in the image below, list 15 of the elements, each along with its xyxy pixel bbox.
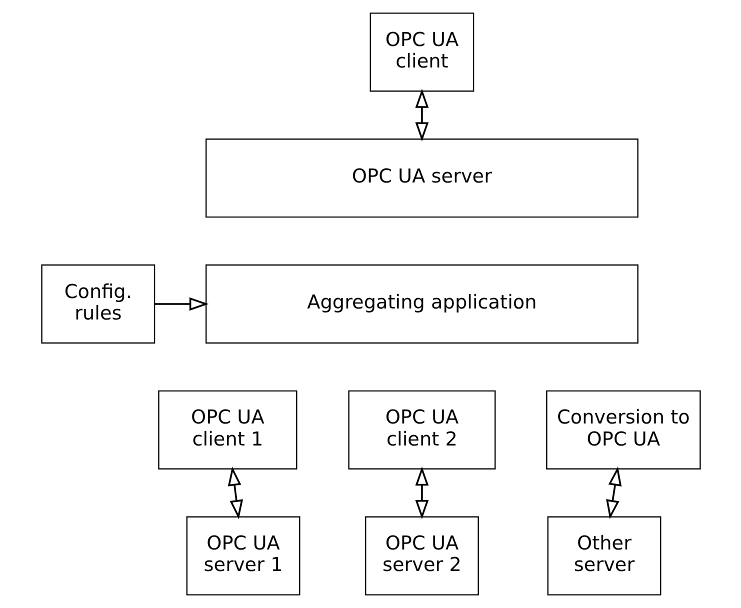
node-box: OPC UA client 1 bbox=[158, 390, 297, 470]
node-box: Aggregating application bbox=[205, 264, 638, 344]
arrow bbox=[606, 466, 622, 520]
arrow bbox=[414, 88, 428, 142]
node-box: Config. rules bbox=[40, 264, 155, 344]
node-box: OPC UA server 1 bbox=[186, 516, 300, 596]
node-box: Conversion to OPC UA bbox=[546, 390, 700, 470]
node-box: OPC UA server 2 bbox=[364, 516, 478, 596]
node-box: Other server bbox=[546, 516, 661, 596]
arrow bbox=[414, 466, 428, 520]
arrow bbox=[154, 297, 208, 311]
node-box: OPC UA client bbox=[369, 12, 474, 92]
node-box: OPC UA client 2 bbox=[348, 390, 496, 470]
node-box: OPC UA server bbox=[205, 138, 638, 218]
arrow bbox=[227, 466, 243, 520]
